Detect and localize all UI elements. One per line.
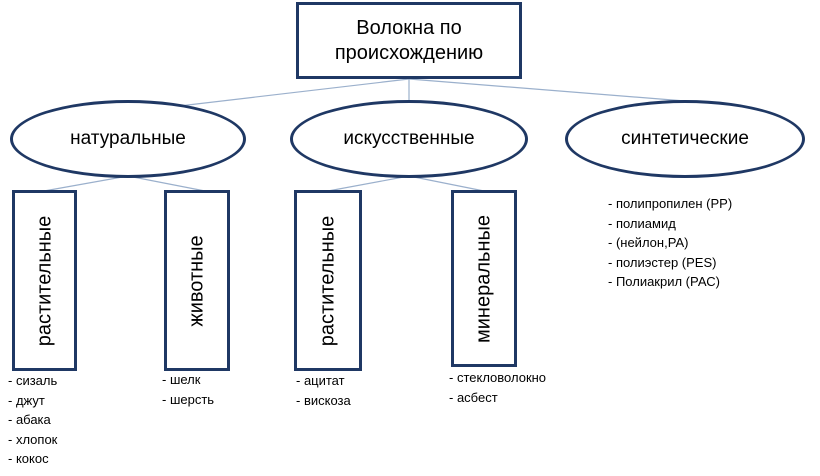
connector-natural-animal	[127, 175, 206, 192]
category-synthetic-label: синтетические	[621, 128, 749, 149]
category-synthetic: синтетические	[565, 100, 805, 178]
connector-artificial-plant	[327, 175, 410, 192]
list-item: - полиамид	[608, 215, 676, 231]
subcategory-natural-animal: животные	[164, 190, 230, 371]
connector-artificial-mineral	[408, 175, 485, 192]
connector-natural-plant	[43, 175, 129, 192]
subcategory-natural-animal-label: животные	[185, 234, 208, 327]
subcategory-artificial-mineral-label: минеральные	[472, 214, 495, 343]
category-natural: натуральные	[10, 100, 246, 178]
list-item: - сизаль	[8, 373, 58, 388]
connector-root-synthetic	[408, 78, 686, 102]
examples-natural-plant: - сизаль - джут - абака - хлопок - кокос	[8, 371, 57, 469]
category-artificial-label: искусственные	[343, 128, 475, 149]
examples-natural-animal: - шелк - шерсть	[162, 370, 214, 409]
list-item: - (нейлон,РА)	[608, 235, 689, 250]
list-item: - шелк	[162, 372, 201, 387]
list-item: - абака	[8, 412, 51, 427]
subcategory-natural-plant: растительные	[12, 190, 77, 371]
examples-artificial-mineral: - стекловолокно - асбест	[449, 368, 546, 407]
subcategory-natural-plant-label: растительные	[33, 215, 55, 346]
subcategory-artificial-plant-label: растительные	[316, 215, 339, 346]
root-title-line1: Волокна по	[356, 16, 462, 39]
root-title-line2: происхождению	[334, 41, 484, 64]
examples-artificial-plant: - ацитат - вискоза	[296, 371, 351, 410]
list-item: - кокос	[8, 451, 49, 466]
list-item: - хлопок	[8, 431, 58, 447]
list-item: - стекловолокно	[449, 370, 547, 385]
list-item: - джут	[8, 392, 45, 408]
category-natural-label: натуральные	[70, 128, 186, 149]
subcategory-artificial-mineral: минеральные	[451, 190, 517, 367]
list-item: - асбест	[449, 389, 498, 405]
examples-synthetic: - полипропилен (РР) - полиамид - (нейлон…	[608, 194, 732, 292]
list-item: - шерсть	[162, 391, 215, 407]
category-artificial: искусственные	[290, 100, 528, 178]
list-item: - Полиакрил (РАС)	[608, 274, 720, 289]
subcategory-artificial-plant: растительные	[294, 190, 362, 371]
list-item: - полиэстер (PES)	[608, 254, 717, 270]
list-item: - полипропилен (РР)	[608, 196, 733, 211]
list-item: - вискоза	[296, 392, 351, 408]
root-node: Волокна по происхождению	[296, 2, 522, 79]
list-item: - ацитат	[296, 373, 345, 388]
